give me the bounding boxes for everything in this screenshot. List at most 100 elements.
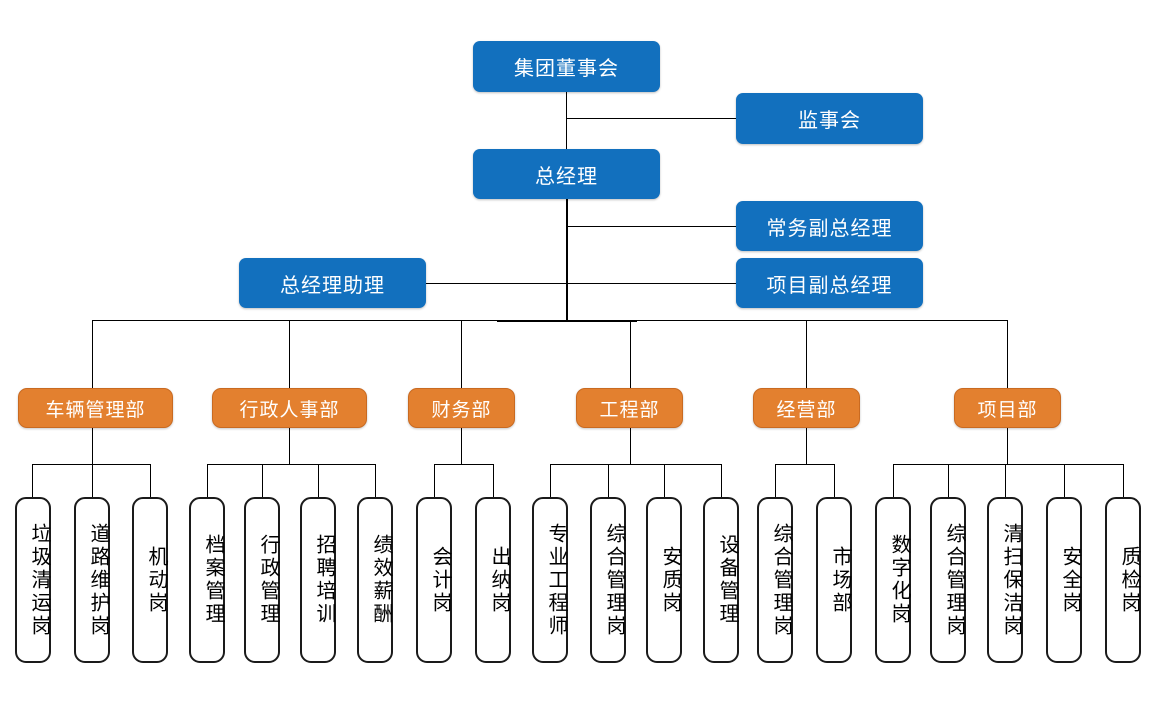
sub-bus-finance <box>434 464 493 465</box>
connector-vehicle-leaf-3 <box>150 464 151 497</box>
node-department-project-label: 项目部 <box>977 399 1038 421</box>
connector-project-leaf-4 <box>1064 464 1065 497</box>
sub-bus-project <box>893 464 1123 465</box>
node-position-vehicle-3-label: 机动岗 <box>145 545 167 615</box>
node-executive-deputy-gm-label: 常务副总经理 <box>766 217 893 240</box>
connector-vehicle-leaf-2 <box>92 464 93 497</box>
node-position-finance-1-label: 会计岗 <box>429 545 451 615</box>
connector-adminhr-stem <box>289 428 290 464</box>
node-position-engineering-3[interactable]: 安质岗 <box>646 497 682 663</box>
node-position-adminhr-2-label: 行政管理 <box>257 534 279 626</box>
connector-adminhr-leaf-1 <box>207 464 208 497</box>
connector-adminhr-leaf-2 <box>262 464 263 497</box>
node-position-engineering-2[interactable]: 综合管理岗 <box>590 497 626 663</box>
node-position-project-2[interactable]: 综合管理岗 <box>930 497 966 663</box>
connector-vehicle-leaf-1 <box>32 464 33 497</box>
connector-bus-to-project <box>1007 320 1008 388</box>
node-supervisory-board[interactable]: 监事会 <box>736 93 923 144</box>
node-position-finance-1[interactable]: 会计岗 <box>416 497 452 663</box>
connector-project-leaf-5 <box>1123 464 1124 497</box>
connector-board-to-gm <box>566 92 567 149</box>
connector-bus-to-vehicle <box>92 320 93 388</box>
node-position-finance-2[interactable]: 出纳岗 <box>475 497 511 663</box>
node-board-label: 集团董事会 <box>514 58 619 80</box>
connector-adminhr-leaf-3 <box>318 464 319 497</box>
connector-operations-stem <box>806 428 807 464</box>
node-position-operations-1[interactable]: 综合管理岗 <box>757 497 793 663</box>
node-position-adminhr-1[interactable]: 档案管理 <box>189 497 225 663</box>
connector-operations-leaf-1 <box>775 464 776 497</box>
connector-gm-to-project-deputy <box>566 283 736 284</box>
node-department-finance[interactable]: 财务部 <box>408 388 515 428</box>
connector-project-leaf-3 <box>1005 464 1006 497</box>
connector-gm-to-bus <box>566 199 568 321</box>
node-position-engineering-1[interactable]: 专业工程师 <box>532 497 568 663</box>
node-position-adminhr-3[interactable]: 招聘培训 <box>300 497 336 663</box>
node-position-finance-2-label: 出纳岗 <box>488 545 510 615</box>
node-position-project-1-label: 数字化岗 <box>888 534 910 626</box>
connector-engineering-leaf-1 <box>550 464 551 497</box>
connector-bus-to-admin-hr <box>289 320 290 388</box>
connector-bus-to-finance <box>461 320 462 388</box>
node-position-adminhr-4-label: 绩效薪酬 <box>370 534 392 626</box>
connector-engineering-stem <box>630 428 631 464</box>
connector-engineering-leaf-3 <box>664 464 665 497</box>
node-position-adminhr-4[interactable]: 绩效薪酬 <box>357 497 393 663</box>
connector-board-to-supervisory <box>566 118 736 119</box>
node-position-project-5-label: 质检岗 <box>1118 545 1140 615</box>
connector-bus-to-operations <box>806 320 807 388</box>
node-position-adminhr-2[interactable]: 行政管理 <box>244 497 280 663</box>
node-position-engineering-3-label: 安质岗 <box>659 545 681 615</box>
node-position-engineering-2-label: 综合管理岗 <box>603 522 625 638</box>
node-department-vehicle[interactable]: 车辆管理部 <box>18 388 173 428</box>
node-general-manager-label: 总经理 <box>535 165 598 188</box>
node-department-engineering[interactable]: 工程部 <box>576 388 683 428</box>
node-department-operations[interactable]: 经营部 <box>753 388 860 428</box>
connector-finance-leaf-1 <box>434 464 435 497</box>
connector-engineering-leaf-2 <box>608 464 609 497</box>
node-department-vehicle-label: 车辆管理部 <box>45 399 146 421</box>
node-position-operations-1-label: 综合管理岗 <box>770 522 792 638</box>
connector-operations-leaf-2 <box>834 464 835 497</box>
connector-adminhr-leaf-4 <box>375 464 376 497</box>
node-gm-assistant-label: 总经理助理 <box>280 274 385 297</box>
node-position-vehicle-1-label: 垃圾清运岗 <box>28 522 50 638</box>
node-department-project[interactable]: 项目部 <box>954 388 1061 428</box>
connector-vehicle-stem <box>92 428 93 464</box>
node-position-engineering-4[interactable]: 设备管理 <box>703 497 739 663</box>
department-bus-line-center <box>497 320 637 322</box>
node-position-project-4-label: 安全岗 <box>1059 545 1081 615</box>
node-position-vehicle-1[interactable]: 垃圾清运岗 <box>15 497 51 663</box>
node-general-manager[interactable]: 总经理 <box>473 149 660 199</box>
node-department-operations-label: 经营部 <box>776 399 837 421</box>
node-project-deputy-gm-label: 项目副总经理 <box>766 274 893 297</box>
sub-bus-adminhr <box>207 464 375 465</box>
connector-finance-leaf-2 <box>493 464 494 497</box>
node-position-adminhr-1-label: 档案管理 <box>202 534 224 626</box>
node-position-project-3[interactable]: 清扫保洁岗 <box>987 497 1023 663</box>
connector-engineering-leaf-4 <box>721 464 722 497</box>
node-position-vehicle-2[interactable]: 道路维护岗 <box>74 497 110 663</box>
node-position-project-5[interactable]: 质检岗 <box>1105 497 1141 663</box>
connector-finance-stem <box>461 428 462 464</box>
node-position-project-2-label: 综合管理岗 <box>943 522 965 638</box>
node-position-project-1[interactable]: 数字化岗 <box>875 497 911 663</box>
node-department-engineering-label: 工程部 <box>599 399 660 421</box>
node-executive-deputy-gm[interactable]: 常务副总经理 <box>736 201 923 251</box>
node-position-project-4[interactable]: 安全岗 <box>1046 497 1082 663</box>
node-department-admin-hr[interactable]: 行政人事部 <box>212 388 367 428</box>
node-gm-assistant[interactable]: 总经理助理 <box>239 258 426 308</box>
node-position-vehicle-3[interactable]: 机动岗 <box>132 497 168 663</box>
node-project-deputy-gm[interactable]: 项目副总经理 <box>736 258 923 308</box>
node-position-engineering-4-label: 设备管理 <box>716 534 738 626</box>
node-department-admin-hr-label: 行政人事部 <box>239 399 340 421</box>
sub-bus-engineering <box>550 464 721 465</box>
node-position-operations-2[interactable]: 市场部 <box>816 497 852 663</box>
sub-bus-vehicle <box>32 464 150 465</box>
node-position-adminhr-3-label: 招聘培训 <box>313 534 335 626</box>
node-board[interactable]: 集团董事会 <box>473 41 660 92</box>
node-position-vehicle-2-label: 道路维护岗 <box>87 522 109 638</box>
connector-bus-to-engineering <box>630 320 631 388</box>
node-position-project-3-label: 清扫保洁岗 <box>1000 522 1022 638</box>
